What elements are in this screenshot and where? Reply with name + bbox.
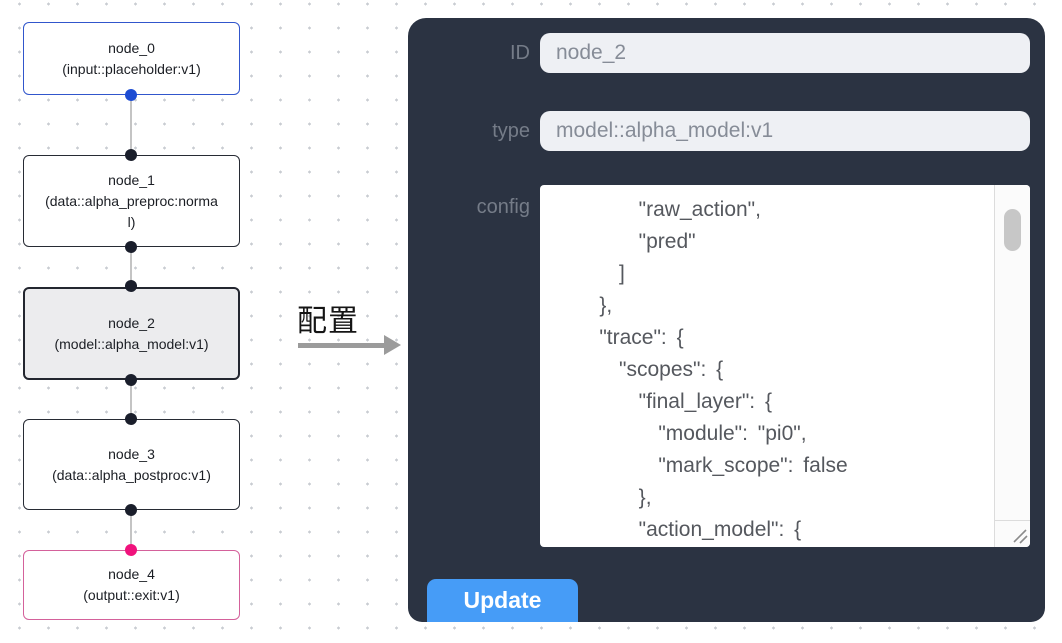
edge-node0-node1	[130, 95, 132, 155]
node-name: node_0	[108, 39, 155, 56]
arrow-right-icon	[384, 335, 401, 355]
port-handle-node2-input[interactable]	[125, 280, 137, 292]
config-scrollbar-thumb[interactable]	[1004, 209, 1021, 251]
node-type: (output::exit:v1)	[83, 587, 180, 603]
flow-node-node0[interactable]: node_0 (input::placeholder:v1)	[23, 22, 240, 95]
configure-caption: 配置	[297, 305, 359, 338]
node-name: node_2	[108, 314, 155, 331]
flow-node-node4[interactable]: node_4 (output::exit:v1)	[23, 550, 240, 620]
port-handle-node1-input[interactable]	[125, 149, 137, 161]
node-config-panel: ID type config "raw_action", "pred" ] },…	[408, 18, 1045, 622]
flow-node-node2-selected[interactable]: node_2 (model::alpha_model:v1)	[23, 287, 240, 380]
port-handle-node4-input[interactable]	[125, 544, 137, 556]
node-name: node_4	[108, 566, 155, 582]
port-handle-node3-input[interactable]	[125, 413, 137, 425]
config-scrollbar[interactable]	[994, 185, 1030, 547]
node-type: (data::alpha_postproc:v1)	[52, 466, 211, 483]
flow-node-node1[interactable]: node_1 (data::alpha_preproc:normal)	[23, 155, 240, 247]
port-handle-node3-output[interactable]	[125, 504, 137, 516]
node-name: node_1	[108, 171, 155, 188]
update-button[interactable]: Update	[427, 579, 578, 622]
node-type: (model::alpha_model:v1)	[54, 335, 209, 352]
node-type: (data::alpha_preproc:normal)	[45, 192, 218, 230]
edge-node3-node4	[130, 510, 132, 550]
node-name: node_3	[108, 445, 155, 462]
flow-node-node3[interactable]: node_3 (data::alpha_postproc:v1)	[23, 419, 240, 510]
textarea-resize-handle-icon[interactable]	[1010, 526, 1028, 544]
config-json-text: "raw_action", "pred" ] }, "trace": { "sc…	[599, 198, 848, 541]
type-field-label: type	[492, 120, 530, 142]
edge-node1-node2	[130, 247, 132, 286]
port-handle-node0-output[interactable]	[125, 89, 137, 101]
id-field-label: ID	[510, 42, 530, 64]
port-handle-node1-output[interactable]	[125, 241, 137, 253]
type-input[interactable]	[540, 111, 1030, 151]
config-field-label: config	[476, 196, 530, 218]
config-scrollbar-corner	[995, 520, 1030, 547]
node-type: (input::placeholder:v1)	[62, 60, 201, 77]
edge-node2-node3	[130, 380, 132, 419]
arrow-shaft	[298, 343, 385, 348]
port-handle-node2-output[interactable]	[125, 374, 137, 386]
config-json-editor[interactable]: "raw_action", "pred" ] }, "trace": { "sc…	[540, 185, 1030, 547]
id-input[interactable]	[540, 33, 1030, 73]
